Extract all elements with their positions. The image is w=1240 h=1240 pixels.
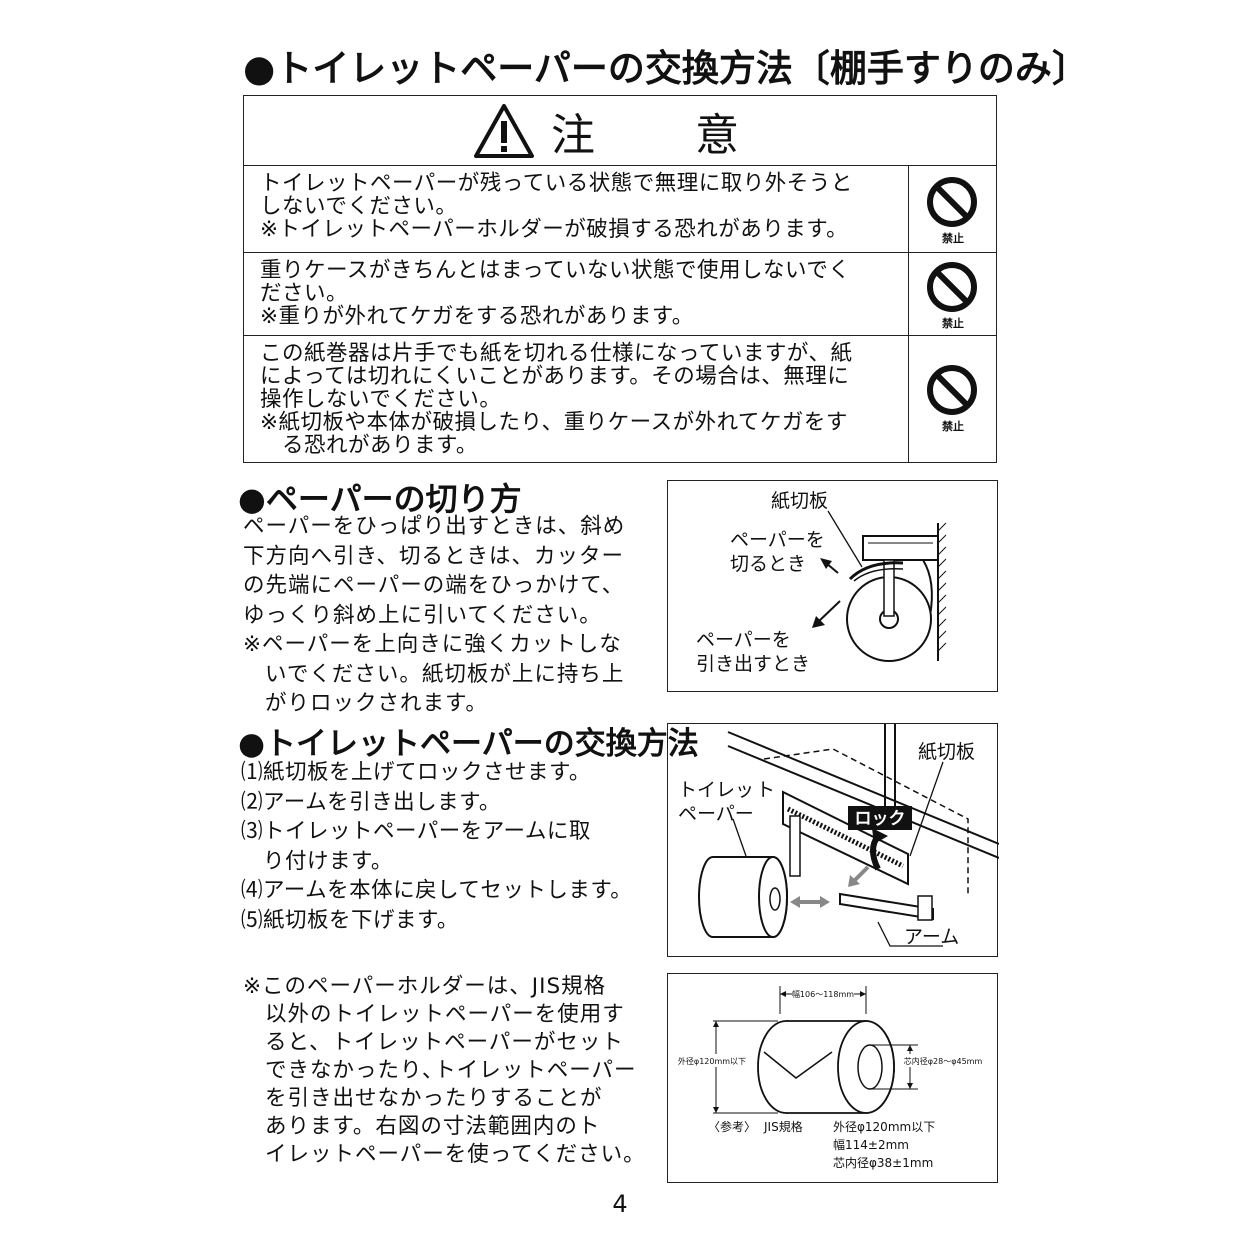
cutting-text: ペーパーをひっぱり出すときは、斜め 下方向へ引き、切るときは、カッター の先端に… — [243, 512, 655, 719]
jis-note-line: を引き出せなかったりすることが — [265, 1086, 603, 1111]
cutting-note: がりロックされます。 — [265, 691, 488, 716]
jis-note-line: イレットペーパーを使ってください。 — [265, 1142, 646, 1167]
prohibited-icon — [927, 365, 977, 415]
cut-label: ペーパーを — [730, 529, 825, 551]
caution-row-2: 重りケースがきちんとはまっていない状態で使用しないでく ださい。 ※重りが外れて… — [244, 253, 996, 336]
ref-label: 〈参考〉 — [708, 1119, 756, 1134]
cutting-line: ゆっくり斜め上に引いてください。 — [243, 602, 602, 628]
jis-note-line: できなかったり､トイレットペーパー — [265, 1058, 637, 1083]
cutting-line: 下方向へ引き、切るときは、カッター — [243, 543, 624, 569]
cutter-label: 紙切板 — [771, 490, 828, 512]
spec-core: 芯内径φ38±1mm — [833, 1156, 933, 1170]
prohibited-cell: 禁止 — [908, 253, 996, 335]
arm-label: アーム — [904, 926, 959, 948]
caution-note: ※重りが外れてケガをする恐れがあります。 — [260, 304, 694, 329]
width-label: 幅106～118mm — [792, 989, 854, 999]
std-label: JIS規格 — [763, 1119, 803, 1134]
outer-label: 外径φ120mm以下 — [678, 1056, 746, 1066]
lock-label: ロック — [855, 809, 906, 829]
caution-note: ※トイレットペーパーホルダーが破損する恐れがあります。 — [260, 217, 849, 242]
caution-box: 注 意 トイレットペーパーが残っている状態で無理に取り外そうと しないでください… — [243, 95, 997, 463]
jis-note-line: あります。右図の寸法範囲内のト — [265, 1114, 601, 1139]
page-title: ●トイレットペーパーの交換方法〔棚手すりのみ〕 — [243, 47, 1089, 90]
caution-note: ※紙切板や本体が破損したり、重りケースが外れてケガをす — [260, 410, 848, 435]
replace-step: ⑷アームを本体に戻してセットします。 — [241, 878, 633, 903]
caution-line: トイレットペーパーが残っている状態で無理に取り外そうと — [260, 171, 853, 196]
replace-step: ⑴紙切板を上げてロックさせます。 — [241, 760, 591, 785]
prohibited-label: 禁止 — [942, 420, 964, 433]
prohibited-cell: 禁止 — [908, 336, 996, 463]
spec-width: 幅114±2mm — [833, 1137, 909, 1152]
pull-label: ペーパーを — [696, 629, 791, 651]
cutting-note: ※ペーパーを上向きに強くカットしな — [243, 632, 622, 657]
jis-note-line: ※このペーパーホルダーは、JIS規格 — [243, 974, 607, 999]
section-heading-replace: ●トイレットペーパーの交換方法 — [238, 726, 699, 762]
caution-text: 重りケースがきちんとはまっていない状態で使用しないでく ださい。 ※重りが外れて… — [260, 259, 890, 328]
cutting-line: ペーパーをひっぱり出すときは、斜め — [243, 514, 626, 539]
paper-label: ペーパー — [678, 803, 754, 825]
core-label: 芯内径φ28～φ45mm — [904, 1056, 983, 1066]
caution-header: 注 意 — [244, 96, 996, 166]
prohibited-icon — [927, 177, 977, 227]
cut-label: 切るとき — [730, 553, 806, 575]
cutting-line: の先端にペーパーの端をひっかけて、 — [243, 573, 625, 598]
paper-label: トイレッ — [678, 779, 754, 801]
jis-note-line: ると、トイレットペーパーがセット — [265, 1030, 624, 1055]
prohibited-label: 禁止 — [942, 317, 964, 330]
caution-line: 重りケースがきちんとはまっていない状態で使用しないでく — [260, 258, 851, 283]
paper-label: ト — [756, 779, 775, 801]
caution-note: る恐れがあります。 — [282, 433, 478, 458]
jis-note-line: 以外のトイレットペーパーを使用す — [265, 1002, 625, 1027]
pull-label: 引き出すとき — [696, 653, 810, 675]
caution-line: 操作しないでください。 — [260, 387, 502, 412]
caution-title: 注 意 — [551, 109, 767, 161]
page-number: 4 — [612, 1190, 628, 1218]
replace-figure: ロック 紙切板 トイレッ ト ペーパー アーム — [667, 723, 1000, 957]
jis-note: ※このペーパーホルダーは、JIS規格 以外のトイレットペーパーを使用す ると、ト… — [243, 973, 655, 1169]
dimension-diagram: 幅106～118mm 外径φ120mm以下 芯内径φ28～φ45mm 〈参考〉 … — [674, 986, 984, 1170]
caution-line: この紙巻器は片手でも紙を切れる仕様になっていますが、紙 — [260, 341, 853, 366]
caution-line: によっては切れにくいことがあります。その場合は、無理に — [260, 364, 850, 389]
caution-text: トイレットペーパーが残っている状態で無理に取り外そうと しないでください。 ※ト… — [260, 172, 890, 241]
section-heading-cutting: ●ペーパーの切り方 — [238, 480, 522, 518]
prohibited-label: 禁止 — [942, 232, 964, 245]
replace-step: ⑵アームを引き出します。 — [241, 789, 501, 815]
replace-steps: ⑴紙切板を上げてロックさせます。 ⑵アームを引き出します。 ⑶トイレットペーパー… — [241, 758, 661, 935]
replace-diagram: ロック 紙切板 トイレッ ト ペーパー アーム — [678, 724, 1000, 948]
cutting-note: いでください。紙切板が上に持ち上 — [265, 661, 625, 687]
replace-step: り付けます。 — [263, 848, 393, 874]
caution-row-1: トイレットペーパーが残っている状態で無理に取り外そうと しないでください。 ※ト… — [244, 166, 996, 253]
caution-line: しないでください。 — [260, 194, 458, 219]
replace-step: ⑶トイレットペーパーをアームに取 — [241, 819, 591, 844]
spec-outer: 外径φ120mm以下 — [833, 1120, 935, 1134]
caution-text: この紙巻器は片手でも紙を切れる仕様になっていますが、紙 によっては切れにくいこと… — [260, 342, 890, 457]
cutting-diagram: 紙切板 ペーパーを 切るとき ペーパーを 引き出すとき — [696, 490, 947, 675]
warning-icon — [474, 103, 534, 158]
replace-step: ⑸紙切板を下げます。 — [241, 907, 459, 933]
caution-line: ださい。 — [260, 281, 349, 306]
cutting-figure: 紙切板 ペーパーを 切るとき ペーパーを 引き出すとき — [667, 480, 998, 692]
prohibited-icon — [927, 262, 977, 312]
cutter-label: 紙切板 — [918, 741, 975, 763]
prohibited-cell: 禁止 — [908, 166, 996, 252]
caution-row-3: この紙巻器は片手でも紙を切れる仕様になっていますが、紙 によっては切れにくいこと… — [244, 336, 996, 463]
dimension-figure: 幅106～118mm 外径φ120mm以下 芯内径φ28～φ45mm 〈参考〉 … — [667, 973, 998, 1183]
